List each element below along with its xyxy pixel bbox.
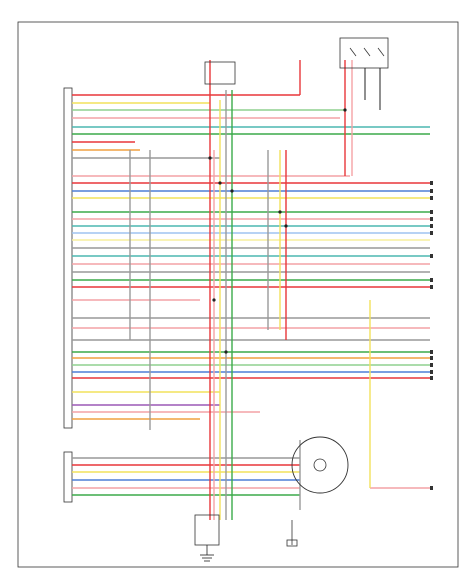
module-box <box>194 514 220 546</box>
vertical-wires <box>129 60 371 520</box>
ecm-connector <box>63 87 73 503</box>
diagram-frame <box>17 21 459 568</box>
right-connector-terminals <box>430 181 433 490</box>
ecm-connector-strip-lower <box>63 451 73 503</box>
sensor <box>286 520 298 547</box>
relay-box <box>204 61 236 85</box>
switch-assembly <box>339 37 389 69</box>
distributor-rotor <box>313 458 327 472</box>
ecm-connector-strip-upper <box>63 87 73 429</box>
ground-symbol <box>200 545 214 562</box>
horizontal-wires <box>72 94 430 496</box>
distributor-circle <box>291 436 349 494</box>
junction-dots <box>208 108 347 354</box>
